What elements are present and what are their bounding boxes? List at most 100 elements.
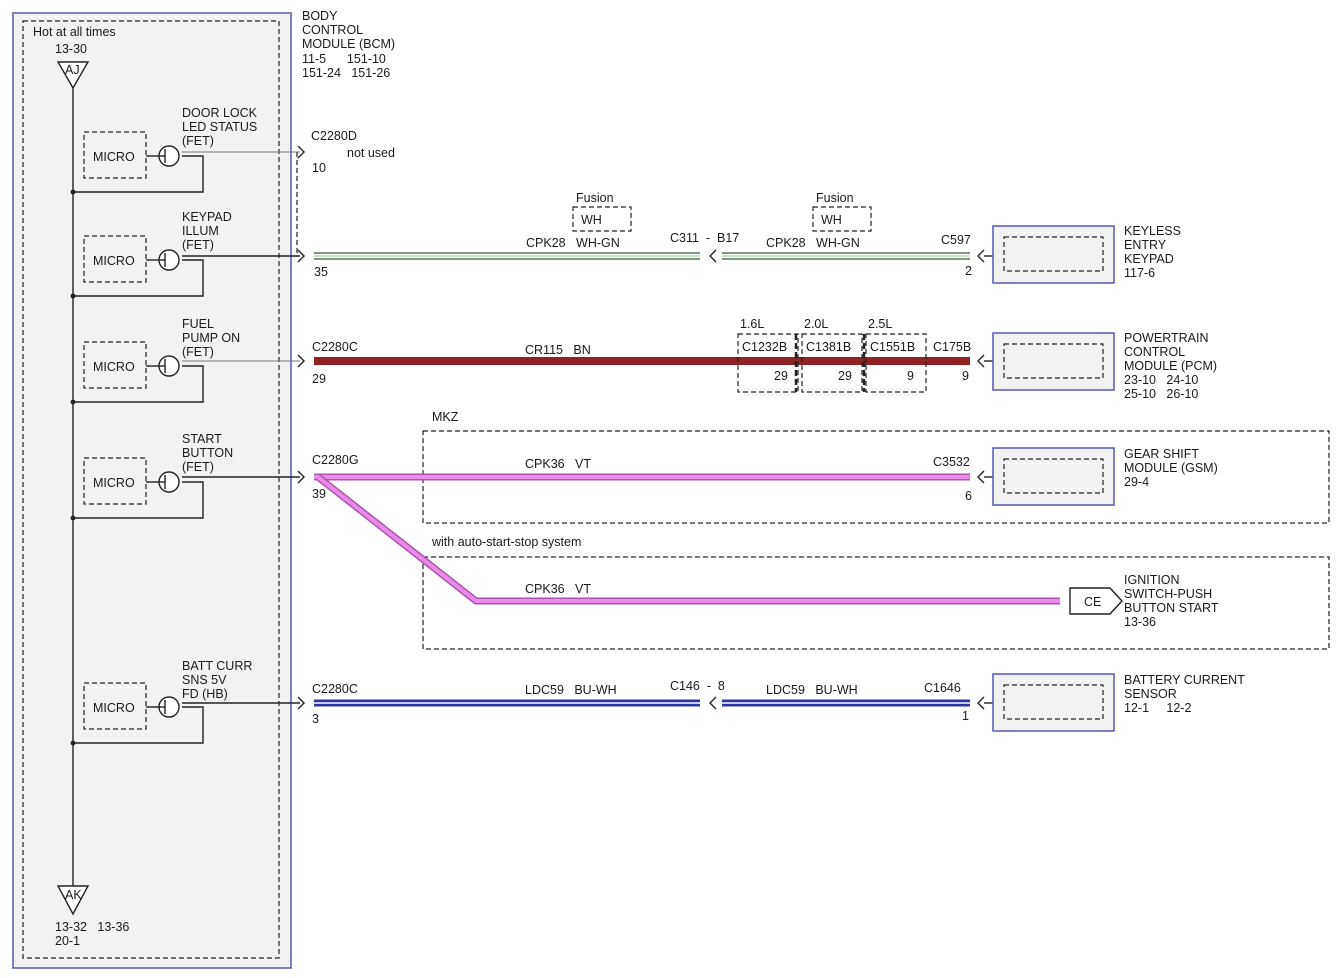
circuit-door-lock: C2280D not used 10 (182, 129, 395, 256)
fet-label-line: BATT CURR (182, 659, 252, 673)
keypad-fusion-label-2: Fusion (816, 191, 854, 205)
batt-curr-wire-label-2: LDC59 BU-WH (766, 683, 858, 697)
ak-refs-line-2: 20-1 (55, 934, 80, 948)
keypad-module-line-2: ENTRY (1124, 238, 1167, 252)
ignition-module-line-4: 13-36 (1124, 615, 1156, 629)
keypad-fusion-box-2-text: WH (821, 213, 842, 227)
batt-curr-inline-chevron (709, 696, 717, 710)
module-gsm: GEAR SHIFT MODULE (GSM) 29-4 (992, 447, 1218, 506)
fet-label-line: DOOR LOCK (182, 106, 258, 120)
door-lock-note: not used (347, 146, 395, 160)
engine-variant-2-0l: 2.0L C1381B 29 (801, 317, 863, 393)
keypad-module-line-1: KEYLESS (1124, 224, 1181, 238)
connector-ak-label: AK (65, 888, 82, 902)
auto-start-stop-label: with auto-start-stop system (431, 535, 581, 549)
engine-2-5l-pin: 9 (907, 369, 914, 383)
keypad-wire-label-2: CPK28 WH-GN (766, 236, 860, 250)
engine-1-6l-connector: C1232B (742, 340, 787, 354)
fet-label-line: (FET) (182, 345, 214, 359)
circuit-fuel-pump: C2280C 29 CR115 BN 1.6L C1232B 29 2.0L C… (182, 317, 993, 393)
keypad-wire-label-1: CPK28 WH-GN (526, 236, 620, 250)
ce-connector: CE (1069, 587, 1123, 615)
module-battery-current-sensor: BATTERY CURRENT SENSOR 12-1 12-2 (992, 673, 1245, 732)
keypad-module-line-4: 117-6 (1124, 266, 1155, 280)
bcm-inner-frame (22, 20, 280, 959)
ignition-wire-label: CPK36 VT (525, 582, 591, 596)
micro-label: MICRO (93, 360, 135, 374)
micro-label: MICRO (93, 150, 135, 164)
fet-label-line: PUMP ON (182, 331, 240, 345)
batt-curr-end-pin: 1 (962, 709, 969, 723)
bcm-refs-line-2: 151-24 151-26 (302, 66, 390, 80)
fuel-pump-wire-label: CR115 BN (525, 343, 591, 357)
bcs-module-line-3: 12-1 12-2 (1124, 701, 1191, 715)
auto-start-stop-region (422, 556, 1330, 650)
engine-2-5l-label: 2.5L (868, 317, 892, 331)
batt-curr-connector-label: C2280C (312, 682, 358, 696)
keypad-wire-segment-2 (722, 252, 970, 260)
micro-box (83, 457, 147, 505)
engine-2-5l-connector: C1551B (870, 340, 915, 354)
ak-refs-line-1: 13-32 13-36 (55, 920, 129, 934)
hot-at-all-times-label: Hot at all times (33, 25, 116, 39)
pcm-module-line-4: 23-10 24-10 (1124, 373, 1198, 387)
module-pcm: POWERTRAIN CONTROL MODULE (PCM) 23-10 24… (992, 331, 1217, 401)
keypad-fusion-box-1 (572, 206, 632, 232)
engine-1-6l-label: 1.6L (740, 317, 764, 331)
ignition-module-line-2: SWITCH-PUSH (1124, 587, 1212, 601)
fet-label-line: START (182, 432, 222, 446)
batt-curr-end-chevron (977, 696, 985, 710)
fet-label-line: (FET) (182, 134, 214, 148)
fet-label-line: (FET) (182, 460, 214, 474)
engine-1-6l-pin: 29 (774, 369, 788, 383)
door-lock-connector-chevron (297, 145, 305, 159)
micro-box (83, 682, 147, 730)
gsm-module-line-1: GEAR SHIFT (1124, 447, 1199, 461)
engine-2-0l-connector: C1381B (806, 340, 851, 354)
keypad-wire-segment-1 (314, 252, 700, 260)
bcs-module-line-1: BATTERY CURRENT (1124, 673, 1245, 687)
keypad-fusion-label-1: Fusion (576, 191, 614, 205)
fuel-pump-wire (314, 357, 970, 365)
micro-box (83, 235, 147, 283)
pcm-module-line-2: CONTROL (1124, 345, 1185, 359)
fuel-pump-end-pin: 9 (962, 369, 969, 383)
fet-label-line: LED STATUS (182, 120, 257, 134)
hot-ref: 13-30 (55, 42, 87, 56)
batt-curr-end-connector-label: C1646 (924, 681, 961, 695)
fuel-pump-connector-chevron (297, 354, 305, 368)
module-keyless-entry-keypad: KEYLESS ENTRY KEYPAD 117-6 (992, 224, 1181, 284)
start-button-pin: 39 (312, 487, 326, 501)
gsm-connector-label: C3532 (933, 455, 970, 469)
ce-connector-label: CE (1084, 595, 1101, 609)
pcm-module-line-5: 25-10 26-10 (1124, 387, 1198, 401)
keypad-pin: 35 (314, 265, 328, 279)
keypad-inline-chevron (709, 249, 717, 263)
door-lock-connector-label: C2280D (311, 129, 357, 143)
fuel-pump-connector-label: C2280C (312, 340, 358, 354)
fet-label-line: KEYPAD (182, 210, 232, 224)
batt-curr-pin: 3 (312, 712, 319, 726)
gsm-module-line-2: MODULE (GSM) (1124, 461, 1218, 475)
connector-aj-label: AJ (65, 63, 80, 77)
fuel-pump-pin: 29 (312, 372, 326, 386)
batt-curr-wire-label-1: LDC59 BU-WH (525, 683, 617, 697)
micro-box (83, 341, 147, 389)
door-lock-pin: 10 (312, 161, 326, 175)
circuit-keypad: 35 CPK28 WH-GN Fusion WH C311 - B17 CPK2… (182, 191, 993, 279)
module-ignition-switch: IGNITION SWITCH-PUSH BUTTON START 13-36 (1124, 573, 1219, 629)
connector-aj-triangle (56, 61, 90, 90)
keypad-inline-connector-label: C311 - B17 (670, 231, 739, 245)
fet-label-line: (FET) (182, 238, 214, 252)
pcm-module-line-3: MODULE (PCM) (1124, 359, 1217, 373)
fet-label-line: BUTTON (182, 446, 233, 460)
bcm-outer-frame (12, 12, 292, 969)
circuit-start-button: C2280G 39 MKZ CPK36 VT C3532 6 with auto… (182, 410, 1330, 650)
micro-label: MICRO (93, 254, 135, 268)
gsm-module-line-3: 29-4 (1124, 475, 1149, 489)
fet-label-line: ILLUM (182, 224, 219, 238)
engine-2-0l-label: 2.0L (804, 317, 828, 331)
